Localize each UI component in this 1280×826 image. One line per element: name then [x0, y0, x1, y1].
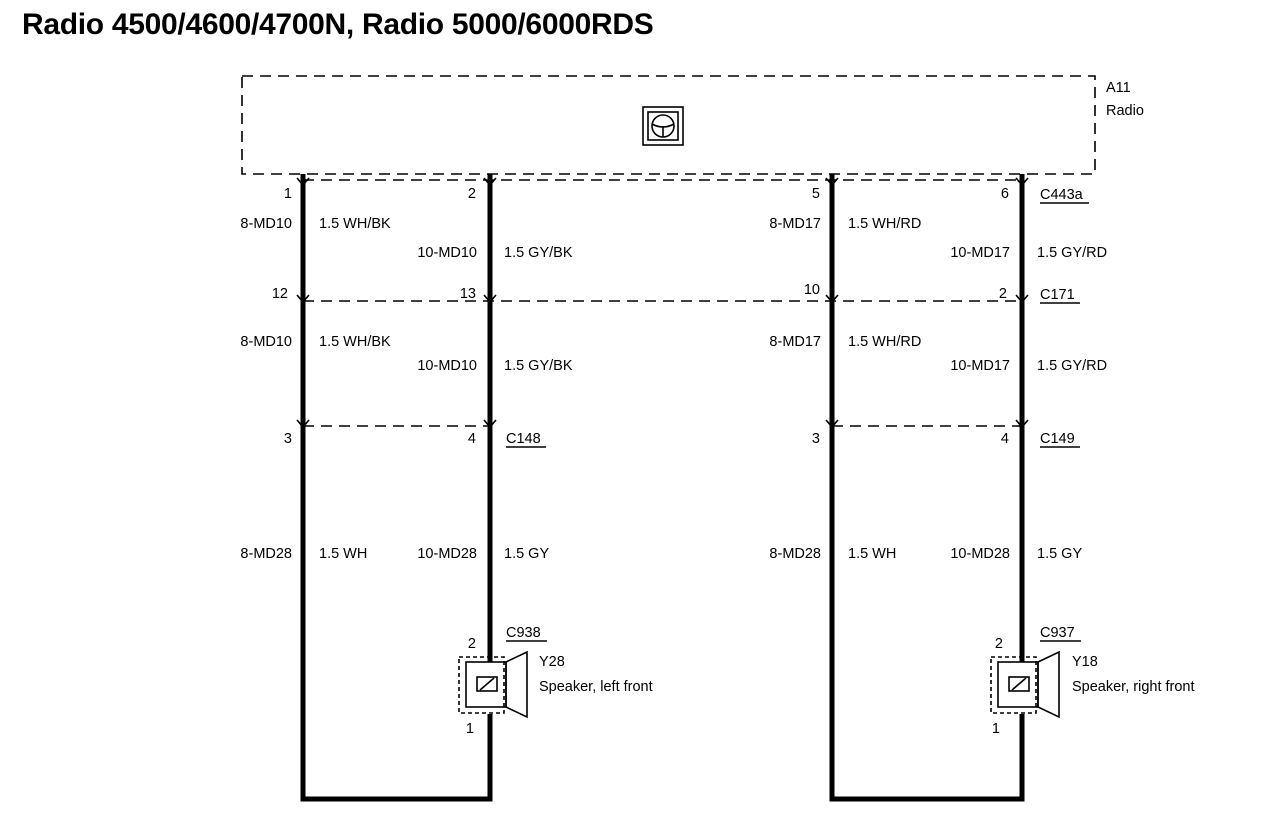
svg-text:10-MD17: 10-MD17 [950, 245, 1010, 261]
svg-text:5: 5 [812, 186, 820, 202]
speaker-left-icon [458, 650, 528, 719]
page-title: Radio 4500/4600/4700N, Radio 5000/6000RD… [22, 8, 654, 41]
svg-text:8-MD17: 8-MD17 [769, 334, 821, 350]
speaker-right-icon [990, 650, 1060, 719]
speaker-left: Y28 Speaker, left front [458, 650, 653, 719]
svg-text:1.5 GY: 1.5 GY [504, 546, 549, 562]
wire-labels-middle: 8-MD10 1.5 WH/BK 10-MD10 1.5 GY/BK 8-MD1… [240, 334, 1107, 374]
radio-module: A11 Radio [241, 75, 1144, 175]
svg-text:2: 2 [468, 186, 476, 202]
svg-text:12: 12 [272, 286, 288, 302]
svg-text:10-MD28: 10-MD28 [950, 546, 1010, 562]
svg-text:10-MD10: 10-MD10 [417, 245, 477, 261]
svg-text:8-MD10: 8-MD10 [240, 216, 292, 232]
svg-text:6: 6 [1001, 186, 1009, 202]
connector-c443a-label: C443a [1040, 187, 1084, 203]
svg-text:4: 4 [1001, 431, 1009, 447]
speaker-right: Y18 Speaker, right front [990, 650, 1195, 719]
svg-text:2: 2 [468, 636, 476, 652]
pin-numbers: 1 2 5 6 12 13 10 2 3 4 3 4 2 1 2 1 [272, 186, 1009, 737]
svg-text:3: 3 [284, 431, 292, 447]
radio-ref: A11 [1106, 80, 1131, 96]
speaker-left-ref: Y28 [539, 654, 565, 670]
svg-text:1.5 GY/BK: 1.5 GY/BK [504, 358, 573, 374]
svg-text:1: 1 [284, 186, 292, 202]
svg-text:1: 1 [992, 721, 1000, 737]
connector-c148-label: C148 [506, 431, 541, 447]
svg-text:10: 10 [804, 282, 820, 298]
svg-text:1.5 WH/RD: 1.5 WH/RD [848, 334, 921, 350]
svg-text:8-MD17: 8-MD17 [769, 216, 821, 232]
svg-text:1.5 GY/RD: 1.5 GY/RD [1037, 358, 1107, 374]
svg-text:1.5 WH/BK: 1.5 WH/BK [319, 334, 391, 350]
svg-text:10-MD17: 10-MD17 [950, 358, 1010, 374]
svg-text:13: 13 [460, 286, 476, 302]
svg-text:8-MD28: 8-MD28 [240, 546, 292, 562]
radio-name: Radio [1106, 103, 1144, 119]
pin-arrows [296, 177, 1029, 429]
radio-icon [642, 106, 684, 146]
svg-text:8-MD10: 8-MD10 [240, 334, 292, 350]
svg-text:2: 2 [995, 636, 1003, 652]
svg-text:1: 1 [466, 721, 474, 737]
wire-labels-lower: 8-MD28 1.5 WH 10-MD28 1.5 GY 8-MD28 1.5 … [240, 546, 1082, 562]
svg-text:4: 4 [468, 431, 476, 447]
svg-text:8-MD28: 8-MD28 [769, 546, 821, 562]
svg-text:10-MD28: 10-MD28 [417, 546, 477, 562]
svg-text:3: 3 [812, 431, 820, 447]
svg-text:2: 2 [999, 286, 1007, 302]
svg-text:1.5 GY/RD: 1.5 GY/RD [1037, 245, 1107, 261]
connector-c149-label: C149 [1040, 431, 1075, 447]
svg-text:1.5 WH/BK: 1.5 WH/BK [319, 216, 391, 232]
speaker-right-name: Speaker, right front [1072, 679, 1195, 695]
speaker-right-ref: Y18 [1072, 654, 1098, 670]
svg-text:1.5 GY: 1.5 GY [1037, 546, 1082, 562]
svg-text:10-MD10: 10-MD10 [417, 358, 477, 374]
svg-text:1.5 WH: 1.5 WH [319, 546, 367, 562]
connector-c938-label: C938 [506, 625, 541, 641]
wire-harness [300, 174, 1025, 802]
wire-labels-upper: 8-MD10 1.5 WH/BK 10-MD10 1.5 GY/BK 8-MD1… [240, 216, 1107, 261]
svg-text:1.5 GY/BK: 1.5 GY/BK [504, 245, 573, 261]
connector-c171-label: C171 [1040, 287, 1075, 303]
speaker-left-name: Speaker, left front [539, 679, 653, 695]
connector-c937-label: C937 [1040, 625, 1075, 641]
svg-text:1.5 WH: 1.5 WH [848, 546, 896, 562]
svg-text:1.5 WH/RD: 1.5 WH/RD [848, 216, 921, 232]
